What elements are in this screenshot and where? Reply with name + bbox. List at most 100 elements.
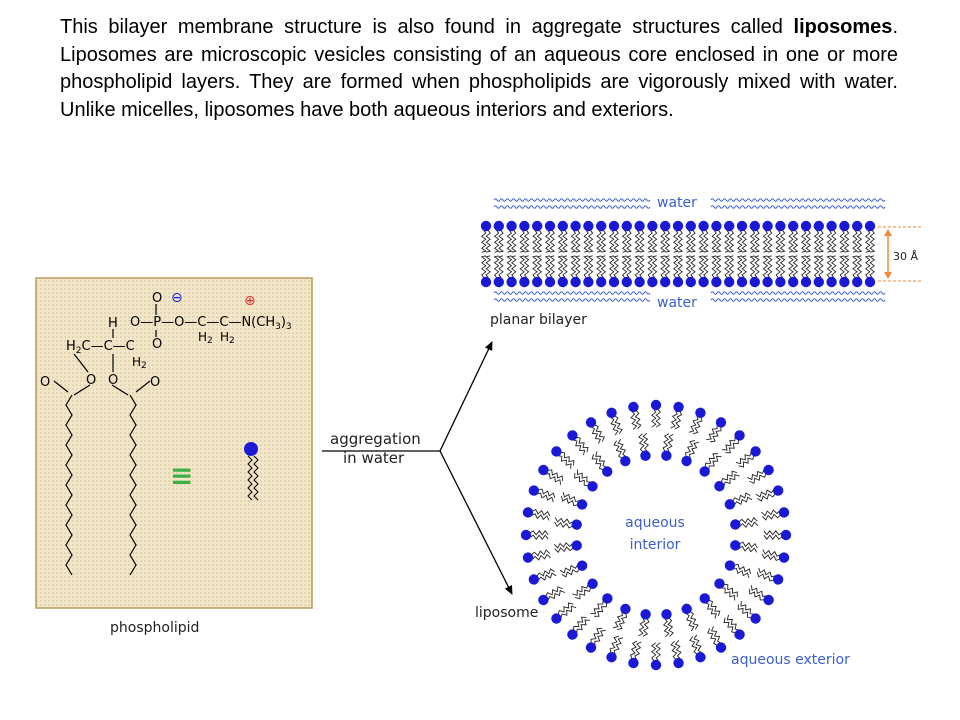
lipid-head (571, 540, 582, 551)
intro-paragraph: This bilayer membrane structure is also … (60, 14, 898, 124)
lipid-head (606, 651, 617, 663)
lipid-icon (244, 442, 259, 501)
lipid-head (583, 220, 594, 232)
liposome-inner-lipid (559, 560, 588, 578)
liposome-inner-lipid (681, 440, 700, 467)
bilayer-lower-lipid (839, 255, 850, 288)
lipid-head (557, 276, 568, 288)
lipid-head (763, 594, 774, 606)
lipid-head (788, 276, 799, 288)
lipid-head (620, 455, 631, 467)
lipid-head (551, 613, 562, 624)
lipid-head (520, 529, 532, 541)
lipid-head (544, 220, 556, 232)
liposome-outer-lipid (585, 627, 606, 653)
bilayer-lower-lipid (698, 255, 709, 288)
lipid-head (519, 276, 530, 288)
liposome-inner-lipid (714, 470, 740, 492)
bilayer-upper-lipid (634, 220, 645, 253)
lipid-head (699, 466, 710, 477)
bilayer-upper-lipid (557, 220, 569, 253)
bilayer-lower-lipid (659, 255, 671, 288)
lipid-head (730, 540, 741, 551)
lipid-head (585, 642, 597, 653)
lipid-head (576, 560, 588, 571)
lipid-head (621, 220, 632, 232)
bilayer-upper-lipid (570, 220, 581, 253)
bilayer-upper-lipid (506, 220, 517, 253)
phospholipid-formula: O ⊖ ⊕ O—P—O—C—C—N(CH3)3 H O H2 H2 H2C—C—… (40, 290, 292, 390)
lipid-head (763, 464, 774, 476)
lipid-head (864, 220, 876, 232)
paragraph-text-1: This bilayer membrane structure is also … (60, 16, 794, 38)
bilayer-upper-lipid (711, 220, 722, 253)
lipid-head (762, 220, 773, 232)
formula-chain: O—P—O—C—C—N(CH3)3 (130, 315, 292, 332)
lipid-head (570, 276, 581, 288)
lipid-head (826, 276, 837, 288)
aggregation-label-line-2: in water (343, 449, 405, 467)
liposome-outer-lipid (707, 626, 727, 653)
formula-o-top: O (152, 291, 162, 306)
lipid-head (711, 276, 722, 288)
bilayer-upper-lipid (736, 220, 748, 253)
lipid-head (493, 220, 504, 232)
lipid-head (528, 485, 540, 496)
liposome-outer-lipid (606, 635, 624, 663)
bilayer-lower-lipid (544, 255, 556, 288)
lipid-head (698, 276, 709, 288)
liposome-outer-lipid (748, 585, 774, 606)
bilayer-lower-lipid (634, 255, 645, 288)
bilayer-lower-lipid (826, 255, 837, 288)
bilayer-lower-lipid (864, 255, 876, 288)
lipid-head (608, 276, 620, 288)
lipid-head (714, 578, 725, 589)
liposome-outer-lipid (522, 507, 551, 521)
lipid-head (621, 276, 632, 288)
carbonyl-o-1: O (40, 375, 50, 390)
liposome-outer-lipid (763, 529, 792, 541)
liposome-outer-lipid (756, 567, 784, 585)
bilayer-caption: planar bilayer (490, 312, 587, 328)
bilayer-upper-lipid (608, 220, 620, 253)
bilayer-lower-lipid (608, 255, 620, 288)
liposome-outer-lipid (670, 401, 684, 430)
liposome-inner-lipid (714, 578, 738, 601)
bilayer-lower-lipid (583, 255, 594, 288)
bilayer-upper-lipid (800, 220, 812, 253)
aggregation-label-line-1: aggregation (330, 430, 421, 448)
bilayer-upper-lipid (775, 220, 786, 253)
lipid-head (681, 603, 692, 615)
lipid-head (813, 220, 824, 232)
bilayer-upper-lipid (864, 220, 876, 253)
bilayer-lower-lipid (736, 255, 748, 288)
liposome-outer-lipid (761, 507, 790, 521)
lipid-head (585, 417, 597, 428)
lipid-head (839, 220, 850, 232)
lipid-head (724, 220, 735, 232)
lipid-head (532, 220, 543, 232)
lipid-head (647, 276, 658, 288)
lipid-head (788, 220, 799, 232)
lipid-head (724, 276, 735, 288)
lipid-head (506, 220, 517, 232)
liposome-outer-lipid (606, 407, 623, 436)
bilayer-lower-lipid (595, 255, 607, 288)
lipid-head (567, 430, 578, 441)
phospholipid-panel: O ⊖ ⊕ O—P—O—C—C—N(CH3)3 H O H2 H2 H2C—C—… (35, 277, 313, 636)
liposome-outer-lipid (688, 407, 706, 435)
bilayer-upper-lipid (685, 220, 697, 253)
lipid-head (628, 657, 639, 669)
lipid-head (672, 276, 684, 288)
lipid-head (538, 464, 549, 476)
planar-bilayer: water water 30 Å planar bilayer (480, 195, 922, 328)
lipid-head (800, 220, 812, 232)
bilayer-lower-lipid (685, 255, 696, 288)
bilayer-lower-lipid (787, 255, 799, 288)
lipid-head (750, 446, 761, 457)
fatty-acid-chain-1 (65, 394, 73, 576)
liposome-outer-lipid (538, 464, 564, 485)
bilayer-lower-lipid (672, 255, 684, 288)
thickness-bracket: 30 Å (878, 226, 922, 282)
arrow-to-bilayer (439, 341, 493, 452)
